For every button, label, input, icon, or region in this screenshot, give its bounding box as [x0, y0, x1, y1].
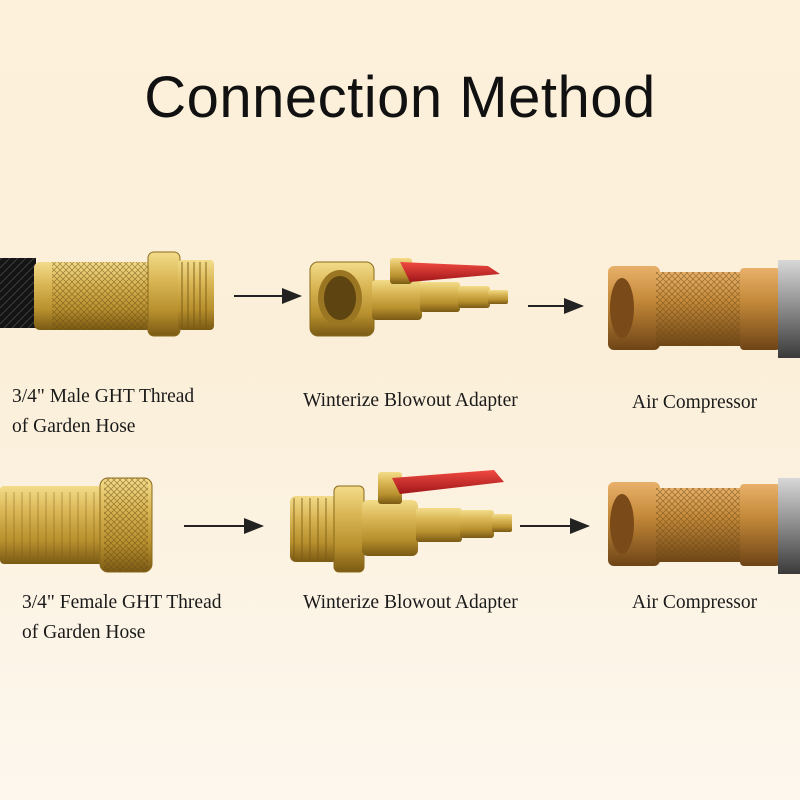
air-compressor-coupler-image-1: [608, 260, 800, 358]
female-hose-label-line1: 3/4" Female GHT Thread: [22, 592, 222, 613]
blowout-adapter-image-2: [290, 470, 512, 573]
male-hose-label: 3/4" Male GHT Thread of Garden Hose: [12, 382, 194, 442]
compressor-label-1: Air Compressor: [632, 392, 758, 413]
female-hose-fitting-image: [0, 477, 153, 573]
air-compressor-coupler-image-2: [608, 478, 800, 574]
male-hose-label-line2: of Garden Hose: [12, 416, 136, 437]
page-title: Connection Method: [144, 65, 656, 130]
adapter-label-1: Winterize Blowout Adapter: [303, 390, 518, 411]
adapter-label-2: Winterize Blowout Adapter: [303, 592, 518, 613]
male-hose-label-line1: 3/4" Male GHT Thread: [12, 386, 195, 407]
blowout-adapter-image-1: [309, 258, 508, 337]
compressor-label-2: Air Compressor: [632, 592, 758, 613]
female-hose-label-line2: of Garden Hose: [22, 622, 146, 643]
female-hose-label: 3/4" Female GHT Thread of Garden Hose: [22, 588, 222, 648]
male-hose-fitting-image: [0, 251, 214, 337]
